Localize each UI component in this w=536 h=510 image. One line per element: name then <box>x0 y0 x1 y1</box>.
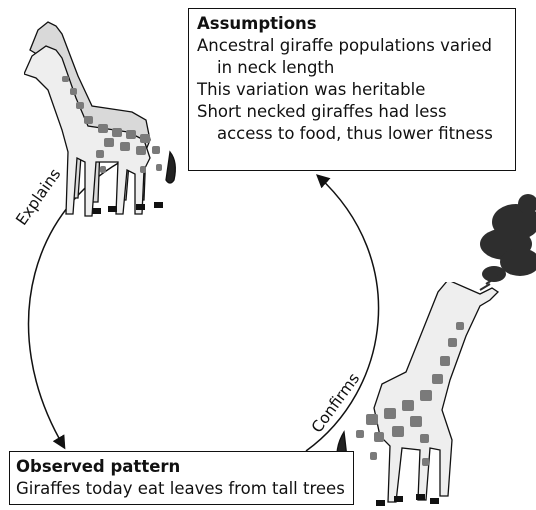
giraffe-eating-illustration <box>330 282 510 510</box>
assumptions-box: Assumptions Ancestral giraffe population… <box>188 8 516 171</box>
assumption-line-4: Short necked giraffes had less <box>197 101 515 123</box>
observed-pattern-box: Observed pattern Giraffes today eat leav… <box>9 451 354 505</box>
assumption-line-3: This variation was heritable <box>197 79 515 101</box>
assumption-line-5: access to food, thus lower fitness <box>197 123 515 145</box>
observed-pattern-title: Observed pattern <box>16 456 353 478</box>
assumptions-title: Assumptions <box>197 13 515 35</box>
assumption-line-1: Ancestral giraffe populations varied <box>197 35 515 57</box>
observed-pattern-text: Giraffes today eat leaves from tall tree… <box>16 478 353 500</box>
assumption-line-2: in neck length <box>197 57 515 79</box>
